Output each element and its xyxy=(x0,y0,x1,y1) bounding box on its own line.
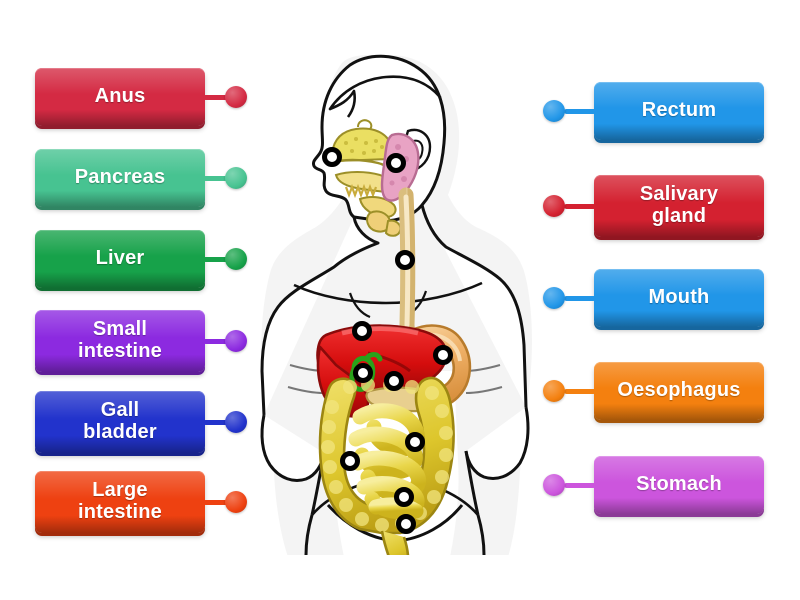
label-chip-stomach[interactable]: Stomach xyxy=(594,456,764,514)
connector-dot-large-intestine[interactable] xyxy=(225,491,247,513)
marker-mouth[interactable] xyxy=(322,147,342,167)
connector-dot-stomach[interactable] xyxy=(543,474,565,496)
label-text-stomach: Stomach xyxy=(636,473,722,496)
label-text-mouth: Mouth xyxy=(648,286,710,309)
label-text-liver: Liver xyxy=(95,247,145,270)
marker-gall-bladder[interactable] xyxy=(353,363,373,383)
connector-dot-small-intestine[interactable] xyxy=(225,330,247,352)
connector-dot-oesophagus[interactable] xyxy=(543,380,565,402)
marker-liver[interactable] xyxy=(352,321,372,341)
marker-anus[interactable] xyxy=(396,514,416,534)
human-body-diagram xyxy=(250,35,560,555)
connector-line-mouth xyxy=(564,295,596,301)
marker-small-intestine[interactable] xyxy=(405,432,425,452)
label-chip-oesophagus[interactable]: Oesophagus xyxy=(594,362,764,420)
label-chip-mouth[interactable]: Mouth xyxy=(594,269,764,327)
connector-line-salivary-gland xyxy=(564,203,596,209)
label-chip-anus[interactable]: Anus xyxy=(35,68,205,126)
connector-dot-liver[interactable] xyxy=(225,248,247,270)
connector-line-liver xyxy=(203,256,231,262)
connector-dot-salivary-gland[interactable] xyxy=(543,195,565,217)
label-chip-rectum[interactable]: Rectum xyxy=(594,82,764,140)
marker-oesophagus[interactable] xyxy=(395,250,415,270)
marker-large-intestine[interactable] xyxy=(340,451,360,471)
connector-line-oesophagus xyxy=(564,388,596,394)
connector-line-large-intestine xyxy=(203,499,231,505)
label-text-oesophagus: Oesophagus xyxy=(617,379,741,402)
label-text-anus: Anus xyxy=(94,85,146,108)
connector-line-pancreas xyxy=(203,175,231,181)
connector-dot-pancreas[interactable] xyxy=(225,167,247,189)
connector-line-stomach xyxy=(564,482,596,488)
label-text-rectum: Rectum xyxy=(641,99,717,122)
marker-pancreas[interactable] xyxy=(384,371,404,391)
connector-dot-mouth[interactable] xyxy=(543,287,565,309)
marker-rectum[interactable] xyxy=(394,487,414,507)
connector-line-anus xyxy=(203,94,231,100)
label-chip-liver[interactable]: Liver xyxy=(35,230,205,288)
connector-dot-anus[interactable] xyxy=(225,86,247,108)
marker-stomach[interactable] xyxy=(433,345,453,365)
label-chip-pancreas[interactable]: Pancreas xyxy=(35,149,205,207)
connector-dot-gall-bladder[interactable] xyxy=(225,411,247,433)
connector-line-small-intestine xyxy=(203,338,231,344)
marker-salivary-gland[interactable] xyxy=(386,153,406,173)
connector-line-gall-bladder xyxy=(203,419,231,425)
label-text-pancreas: Pancreas xyxy=(74,166,166,189)
connector-dot-rectum[interactable] xyxy=(543,100,565,122)
connector-line-rectum xyxy=(564,108,596,114)
